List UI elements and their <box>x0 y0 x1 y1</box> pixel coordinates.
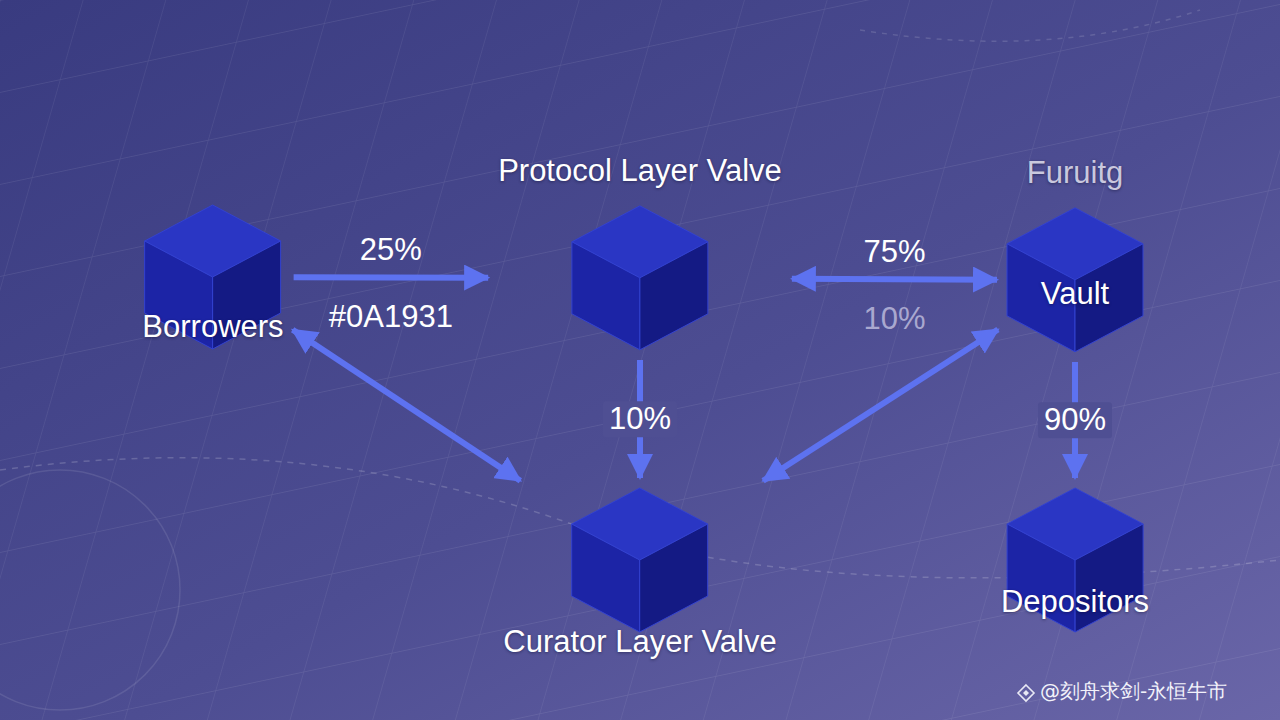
dashed-curve <box>860 10 1200 41</box>
cube-face <box>640 524 708 632</box>
cube-node: Borrowers <box>138 201 287 353</box>
cube-node: Depositors <box>997 484 1153 636</box>
cube-face <box>572 524 640 632</box>
decor-circle <box>0 470 180 710</box>
watermark: @刻舟求剑-永恒牛市 <box>1040 680 1227 703</box>
percent-label: 90% <box>1038 402 1112 438</box>
flow-arrow <box>294 274 489 280</box>
node-label: Depositors <box>1001 584 1149 620</box>
node-label: Borrowers <box>142 309 283 345</box>
cube-node: Protocol Layer Valve <box>494 149 786 354</box>
flow-note: 10% <box>863 301 925 337</box>
flow-arrow <box>763 330 998 481</box>
flow-note: #0A1931 <box>329 300 453 336</box>
cube-node: Curator Layer Valve <box>499 484 780 664</box>
flow-arrow <box>792 276 997 283</box>
cube-node: FuruitgVault <box>1003 151 1147 356</box>
percent-label: 10% <box>603 401 677 437</box>
node-heading: Protocol Layer Valve <box>498 153 782 189</box>
watermark-icon <box>1018 685 1034 701</box>
flow-arrow <box>293 330 521 481</box>
node-label: Vault <box>1041 276 1109 312</box>
node-label: Curator Layer Valve <box>503 624 776 660</box>
node-heading: Furuitg <box>1027 155 1123 191</box>
percent-label: 25% <box>360 233 422 269</box>
cube-face <box>640 242 708 350</box>
cube-face <box>572 242 640 350</box>
percent-label: 75% <box>863 234 925 270</box>
